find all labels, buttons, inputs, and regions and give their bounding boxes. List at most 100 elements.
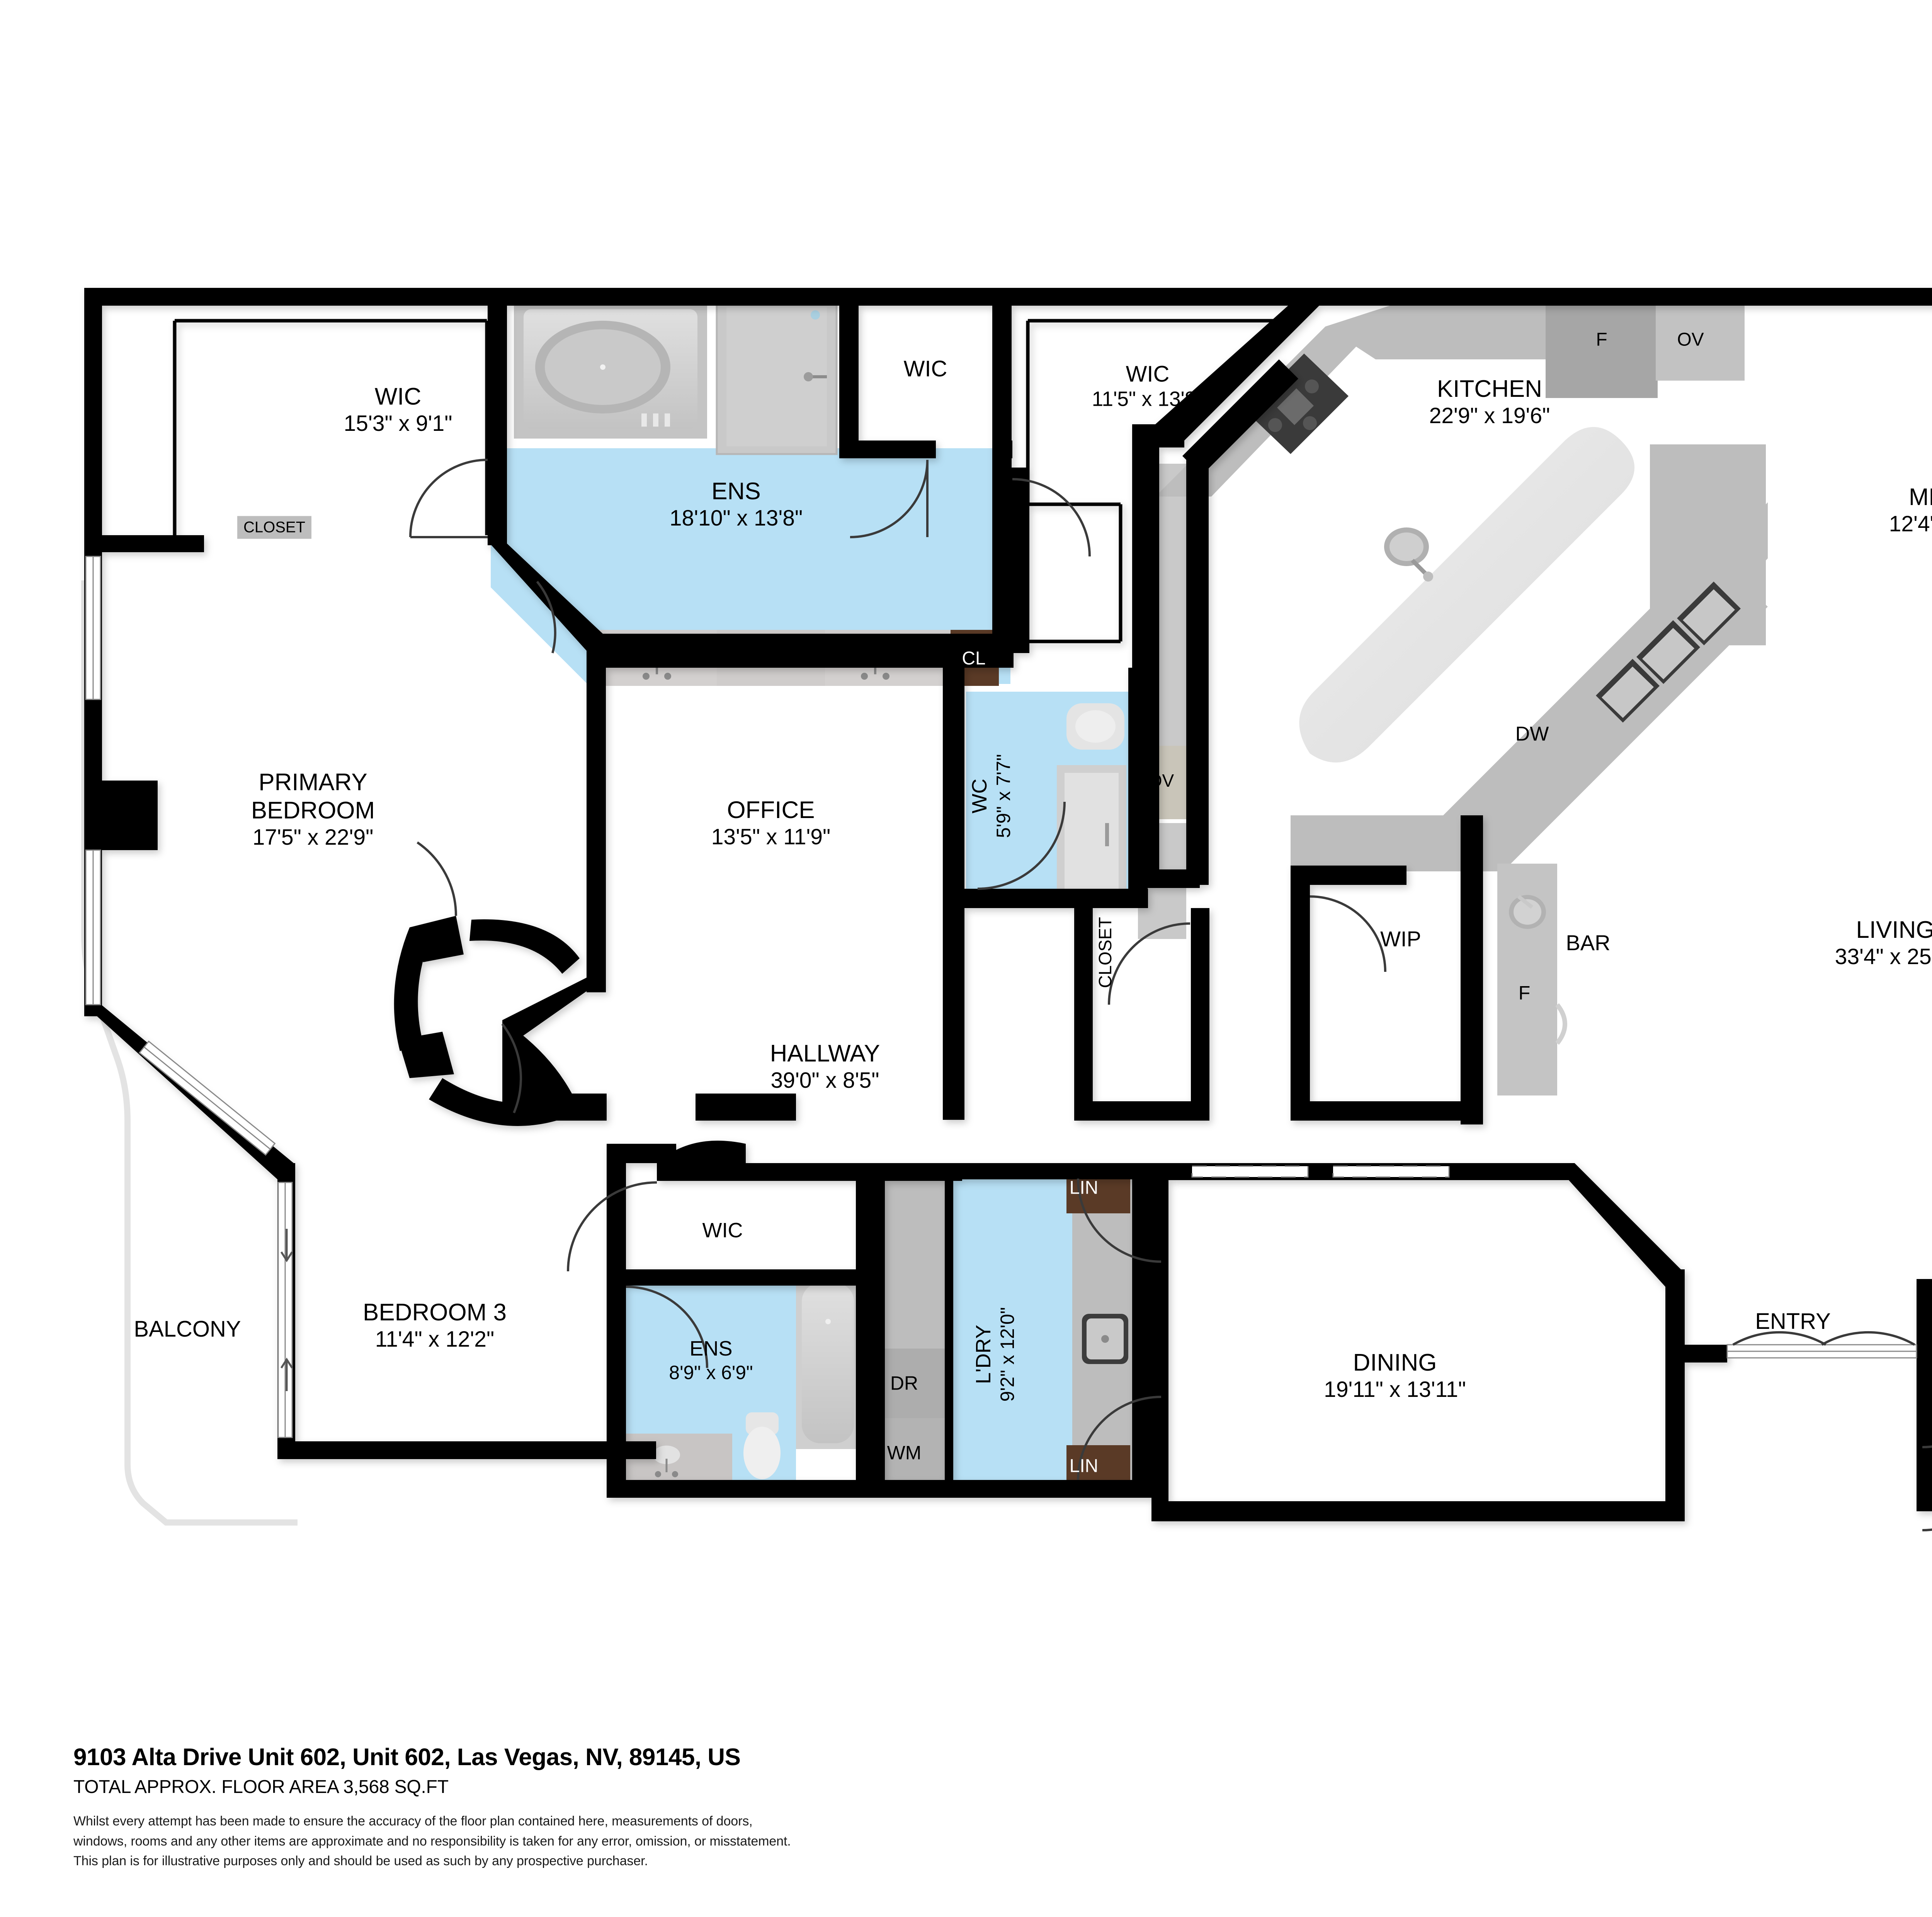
- room-name: WM: [887, 1442, 922, 1464]
- room-label-lin_top: LIN: [1070, 1177, 1099, 1199]
- room-label-f_bar: F: [1519, 982, 1531, 1005]
- room-dimensions: 22'9" x 19'6": [1429, 403, 1550, 428]
- room-label-f_kitchen: F: [1596, 329, 1607, 351]
- fixtures-and-cabinets: [514, 298, 1768, 1492]
- room-label-closet_primary: CLOSET: [237, 516, 312, 539]
- room-name: WIC: [903, 356, 947, 381]
- property-address: 9103 Alta Drive Unit 602, Unit 602, Las …: [73, 1744, 741, 1771]
- disclaimer-line-2: windows, rooms and any other items are a…: [73, 1834, 791, 1849]
- room-name: WIP: [1380, 926, 1421, 951]
- laundry-sink-icon: [1082, 1314, 1128, 1364]
- room-name: CL: [962, 648, 986, 669]
- room-name: DR: [890, 1372, 918, 1394]
- room-dimensions: 17'5" x 22'9": [252, 825, 374, 850]
- room-label-meals: MEALS12'4" x 10'6": [1889, 483, 1932, 537]
- disclaimer-line-1: Whilst every attempt has been made to en…: [73, 1814, 753, 1829]
- room-dimensions: 8'9" x 6'9": [669, 1361, 753, 1383]
- room-dimensions: 19'11" x 13'11": [1324, 1377, 1466, 1402]
- room-dimensions: 9'2" x 12'0": [996, 1307, 1018, 1402]
- room-name: WIC: [374, 383, 422, 410]
- room-label-wip: WIP: [1380, 926, 1421, 952]
- room-name: LIN: [1069, 1177, 1099, 1198]
- room-label-dw: DW: [1515, 722, 1549, 746]
- room-name: OFFICE: [727, 796, 815, 823]
- room-name: KITCHEN: [1437, 375, 1543, 402]
- room-name: BEDROOM 3: [362, 1299, 507, 1326]
- room-dimensions: 39'0" x 8'5": [770, 1068, 879, 1093]
- room-dimensions: 13'5" x 11'9": [711, 824, 831, 849]
- shower-icon: [716, 298, 838, 455]
- room-name: LIVING: [1856, 916, 1932, 943]
- bathtub-icon: [524, 309, 697, 429]
- room-name: ENS: [689, 1337, 733, 1360]
- room-name: OV: [1148, 770, 1174, 791]
- room-name: WIC: [702, 1219, 743, 1242]
- room-dimensions: 12'4" x 10'6": [1889, 511, 1932, 536]
- room-label-ov_hall: OV: [1148, 770, 1174, 791]
- room-name: HALLWAY: [770, 1040, 880, 1067]
- room-label-closet_hall: CLOSET: [1095, 917, 1116, 988]
- room-name: BAR: [1566, 930, 1611, 955]
- room-label-balcony_left: BALCONY: [134, 1316, 241, 1342]
- room-name: L'DRY: [971, 1325, 995, 1384]
- room-dimensions: 5'9" x 7'7": [992, 754, 1014, 838]
- room-dimensions: 15'3" x 9'1": [344, 411, 452, 436]
- room-name: LIN: [1069, 1456, 1099, 1476]
- room-name: BALCONY: [134, 1316, 241, 1342]
- room-name: F: [1596, 329, 1607, 350]
- room-label-bar: BAR: [1566, 930, 1610, 956]
- slide-arrow: [280, 1229, 293, 1391]
- cooktop-icon: [1246, 354, 1349, 454]
- room-name: OV: [1677, 329, 1704, 350]
- room-label-dr: DR: [890, 1372, 918, 1395]
- disclaimer-line-3: This plan is for illustrative purposes o…: [73, 1854, 648, 1869]
- disclaimer: Whilst every attempt has been made to en…: [73, 1812, 1619, 1871]
- room-dimensions: 33'4" x 25'0": [1835, 944, 1932, 969]
- footer-block: 9103 Alta Drive Unit 602, Unit 602, Las …: [73, 1744, 1619, 1871]
- bar-counter: [1497, 864, 1567, 1095]
- doors-and-windows: [85, 459, 1932, 1531]
- room-label-ov_kitchen: OV: [1677, 329, 1704, 351]
- room-label-wic_small_top: WIC: [904, 356, 947, 382]
- room-dimensions: 11'5" x 13'8": [1092, 388, 1204, 411]
- room-name: ENS: [711, 478, 761, 505]
- room-name: DW: [1515, 723, 1549, 745]
- wc-fixtures: [1057, 703, 1126, 904]
- island-sink-icon: [1384, 527, 1433, 582]
- room-label-entry: ENTRY: [1755, 1308, 1831, 1335]
- room-name: ENTRY: [1755, 1308, 1831, 1334]
- total-floor-area: TOTAL APPROX. FLOOR AREA 3,568 SQ.FT: [73, 1777, 449, 1797]
- room-label-cl_primary: CL: [962, 648, 985, 670]
- toilet-icon: [743, 1412, 781, 1479]
- room-name: MEALS: [1908, 483, 1932, 510]
- room-label-lin_bottom: LIN: [1070, 1456, 1099, 1478]
- room-name: DINING: [1353, 1349, 1437, 1376]
- room-name: CLOSET: [1095, 917, 1115, 988]
- room-name: CLOSET: [237, 516, 312, 539]
- room-label-wic_bed3: WIC: [702, 1218, 743, 1243]
- dishwasher-icon: [1596, 582, 1741, 723]
- kitchen-counters: [1155, 305, 1768, 871]
- room-name: WIC: [1126, 361, 1170, 387]
- room-name: WC: [968, 779, 991, 813]
- room-name: F: [1518, 982, 1531, 1004]
- door-swing-icon: [409, 459, 1932, 1531]
- room-dimensions: 18'10" x 13'8": [669, 505, 803, 531]
- room-label-wm: WM: [887, 1442, 922, 1465]
